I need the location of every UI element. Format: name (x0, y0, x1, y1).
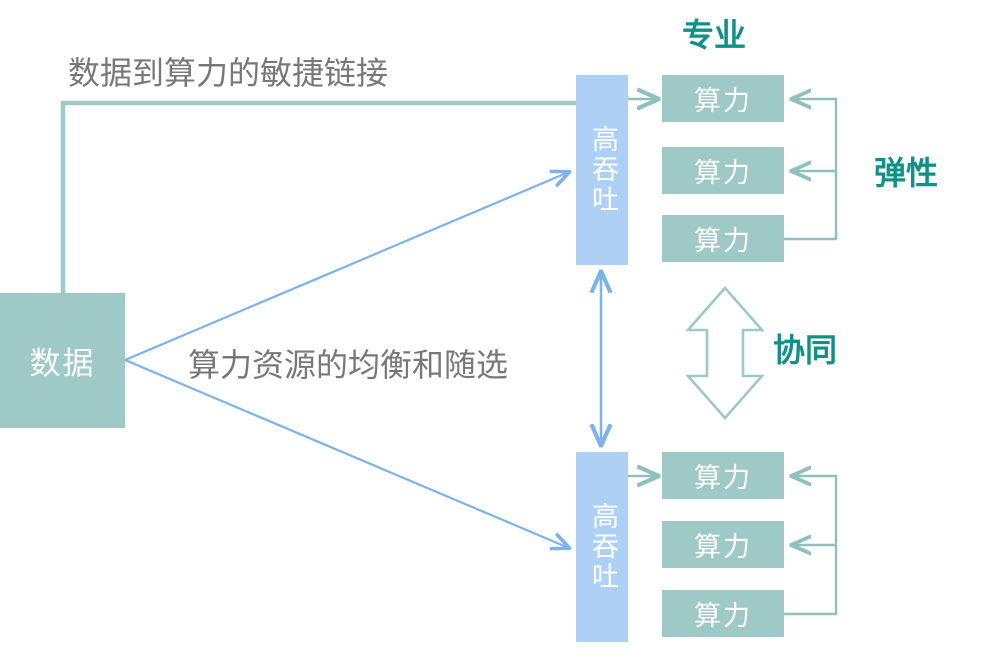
compute-node-bottom-1[interactable]: 算力 (662, 452, 784, 499)
label-elastic: 弹性 (874, 155, 939, 191)
connector-cluster-synergy-arrow (685, 286, 765, 420)
compute-node-bottom-3[interactable]: 算力 (662, 590, 784, 637)
compute-node-label: 算力 (694, 158, 752, 188)
connector-data-to-top-gateway-elbow (60, 100, 576, 293)
connector-data-to-bottom-gateway-diagonal (124, 358, 569, 548)
compute-node-label: 算力 (694, 601, 752, 631)
compute-node-top-2[interactable]: 算力 (662, 147, 784, 194)
compute-node-label: 算力 (694, 532, 752, 562)
compute-node-bottom-2[interactable]: 算力 (662, 521, 784, 568)
label-balanced-resources: 算力资源的均衡和随选 (188, 347, 509, 383)
label-synergy: 协同 (773, 332, 838, 368)
data-source-label: 数据 (29, 346, 96, 381)
compute-node-label: 算力 (694, 226, 752, 256)
connector-data-to-top-gateway-diagonal (124, 172, 569, 362)
compute-node-top-3[interactable]: 算力 (662, 215, 784, 262)
gateway-node-bottom[interactable]: 高吞吐 (576, 452, 628, 642)
connector-bottom-compute-feedback-loop (784, 476, 838, 616)
gateway-top-label: 高吞吐 (587, 125, 618, 215)
compute-node-label: 算力 (694, 86, 752, 116)
label-professional: 专业 (682, 17, 747, 53)
gateway-bottom-label: 高吞吐 (587, 502, 618, 592)
connector-top-compute-feedback-loop (784, 99, 838, 241)
compute-node-label: 算力 (694, 463, 752, 493)
compute-node-top-1[interactable]: 算力 (662, 75, 784, 122)
gateway-node-top[interactable]: 高吞吐 (576, 75, 628, 265)
data-source-node[interactable]: 数据 (0, 293, 125, 428)
label-agile-link: 数据到算力的敏捷链接 (68, 55, 389, 91)
